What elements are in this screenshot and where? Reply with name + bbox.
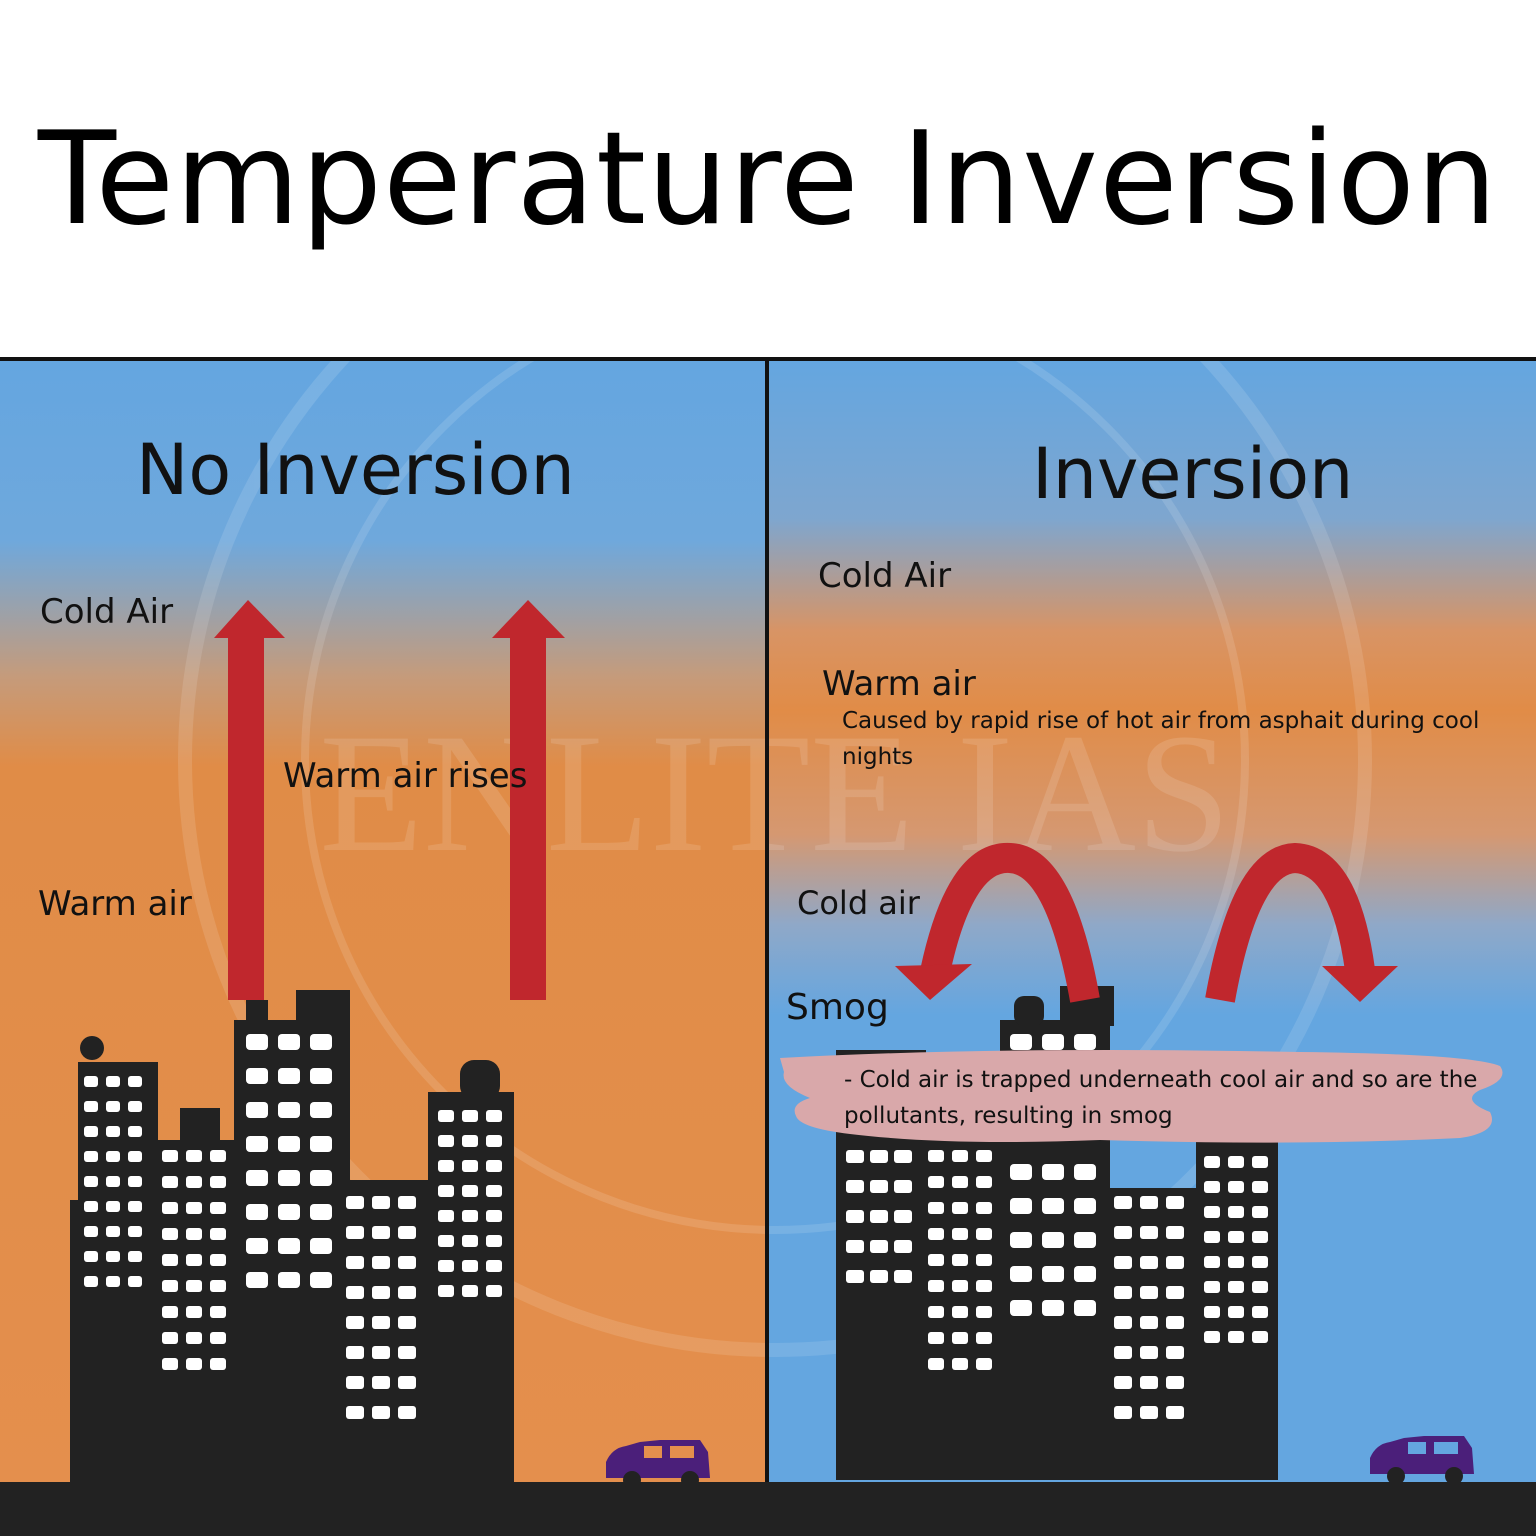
smog-label: Smog xyxy=(786,987,889,1028)
left-panel-heading: No Inversion xyxy=(136,429,575,511)
smog-band xyxy=(780,1050,1503,1143)
warm-air-rises-label: Warm air rises xyxy=(283,756,528,796)
warm-air-explanation: Caused by rapid rise of hot air from asp… xyxy=(842,708,1480,770)
right-cold-air-top-label: Cold Air xyxy=(818,556,952,596)
building-icon xyxy=(1196,1080,1278,1480)
smog-explanation: - Cold air is trapped underneath cool ai… xyxy=(844,1067,1478,1129)
watermark-seal: ENLITE IAS xyxy=(178,163,1372,1357)
curved-down-arrow-icon xyxy=(1205,842,1398,1003)
right-panel-heading: Inversion xyxy=(1032,433,1354,515)
ground xyxy=(0,1482,1536,1536)
right-warm-air-label: Warm air xyxy=(822,664,976,704)
building-icon xyxy=(234,1020,350,1490)
right-cold-air-bottom-label: Cold air xyxy=(797,884,920,922)
watermark-text: ENLITE IAS xyxy=(319,699,1230,887)
car-icon xyxy=(606,1440,710,1489)
up-arrow-icon xyxy=(492,600,565,1000)
car-icon xyxy=(1370,1436,1474,1485)
curved-down-arrow-icon xyxy=(895,843,1100,1003)
up-arrow-icon xyxy=(214,600,285,1000)
left-city-windows xyxy=(84,1034,502,1419)
right-city-windows xyxy=(846,1034,1268,1419)
left-cold-air-label: Cold Air xyxy=(40,592,174,632)
page-title: Temperature Inversion xyxy=(37,105,1499,254)
left-warm-air-label: Warm air xyxy=(38,884,192,924)
